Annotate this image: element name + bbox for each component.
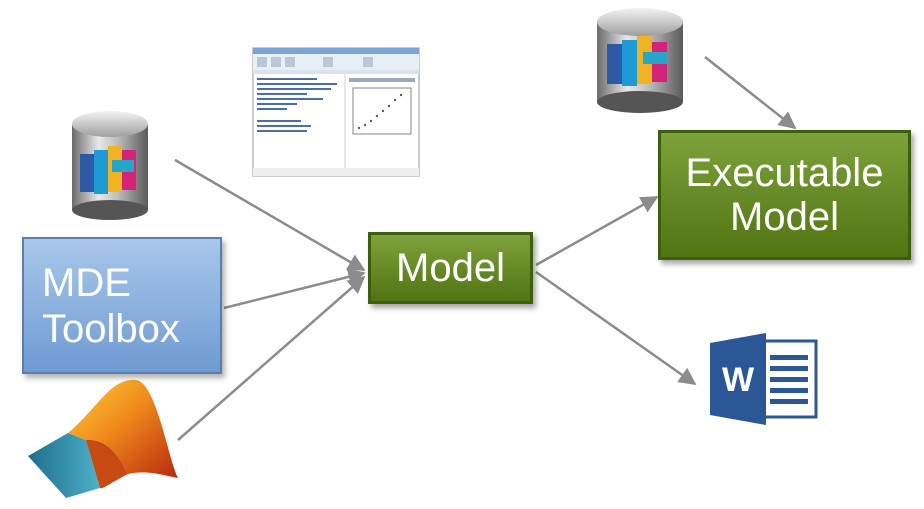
word-document-icon: W xyxy=(710,333,818,425)
matlab-logo-icon xyxy=(28,379,178,498)
mde-label-line2: Toolbox xyxy=(42,306,180,351)
mde-label-line1: MDE xyxy=(42,260,131,305)
executable-model-box: Executable Model xyxy=(658,130,911,260)
arrow-db-to-executable xyxy=(704,56,797,130)
database-icon xyxy=(597,8,683,113)
mde-toolbox-box: MDE Toolbox xyxy=(22,237,222,374)
arrow-model-to-executable xyxy=(535,195,659,267)
word-icon-letter: W xyxy=(722,361,755,399)
executable-label-line1: Executable xyxy=(685,151,884,195)
model-box: Model xyxy=(368,232,533,304)
arrow-model-to-word xyxy=(535,270,697,386)
arrow-db-to-model xyxy=(174,158,366,272)
arrow-matlab-to-model xyxy=(177,275,366,441)
executable-label-line2: Model xyxy=(730,195,839,239)
model-label: Model xyxy=(396,245,505,290)
arrows xyxy=(174,56,797,441)
arrow-mde-to-model xyxy=(223,268,366,310)
matlab-screenshot-icon xyxy=(252,47,420,177)
database-icon xyxy=(72,111,148,220)
